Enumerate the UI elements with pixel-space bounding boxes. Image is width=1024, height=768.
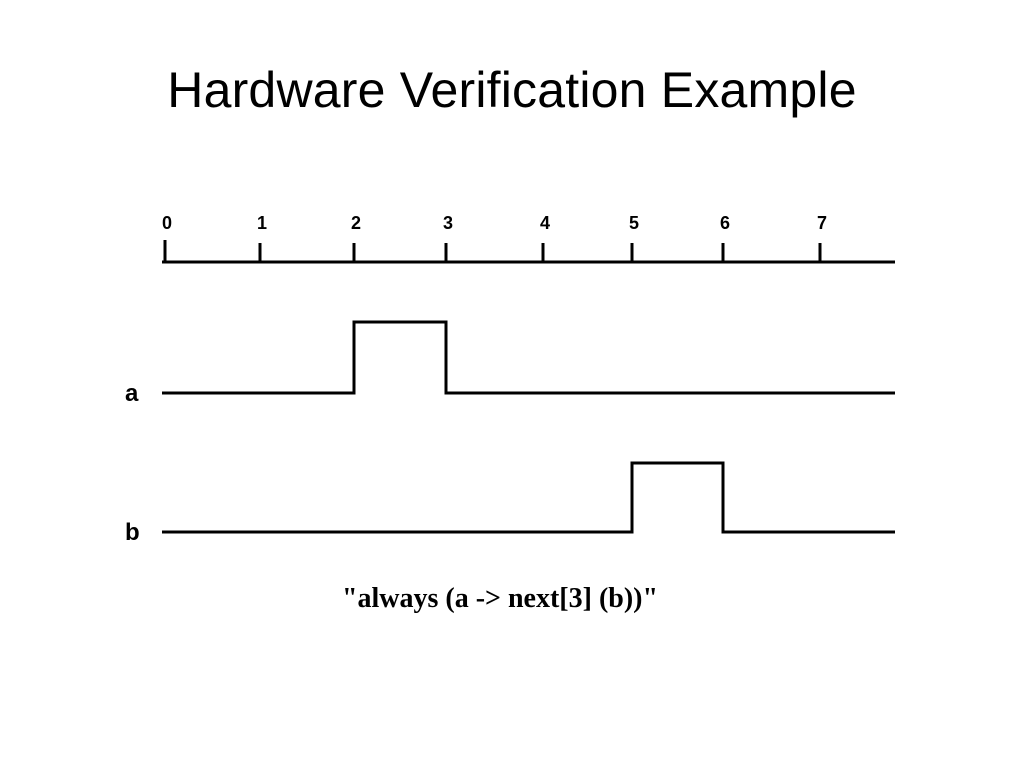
signal-label-b: b [125, 519, 140, 546]
signal-a: a [125, 320, 895, 407]
time-tick-label-2: 2 [351, 213, 361, 233]
time-tick-label-3: 3 [443, 213, 453, 233]
time-tick-label-4: 4 [540, 213, 550, 233]
time-tick-label-1: 1 [257, 213, 267, 233]
signal-label-a: a [125, 380, 139, 407]
time-tick-label-5: 5 [629, 213, 639, 233]
signal-b: b [125, 461, 895, 546]
slide-title: Hardware Verification Example [167, 62, 857, 118]
time-axis-ticks: 0 1 2 3 4 5 6 7 [162, 213, 827, 262]
signals: ab [125, 320, 895, 546]
signal-waveform-b [162, 461, 895, 534]
time-axis: 0 1 2 3 4 5 6 7 [162, 213, 895, 264]
time-tick-label-0: 0 [162, 213, 172, 233]
signal-waveform-a [162, 320, 895, 395]
property-caption: "always (a -> next[3] (b))" [341, 583, 659, 614]
time-tick-label-6: 6 [720, 213, 730, 233]
time-tick-label-7: 7 [817, 213, 827, 233]
